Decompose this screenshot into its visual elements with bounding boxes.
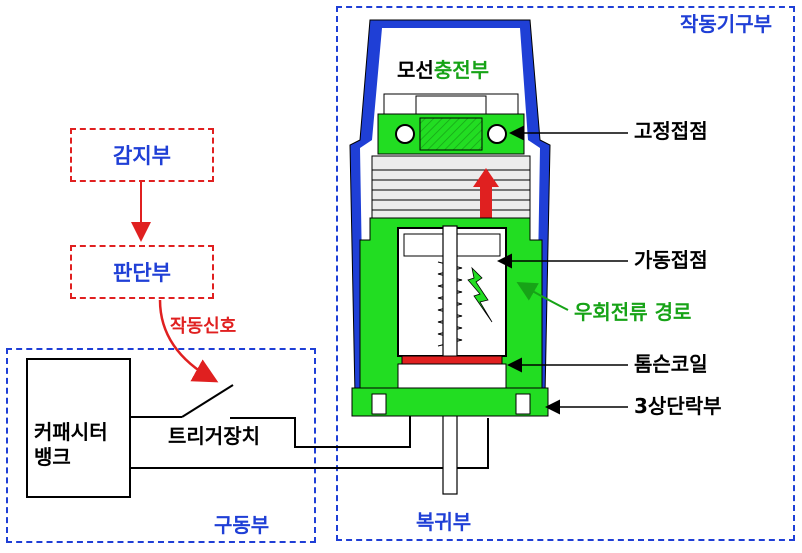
signal-arrow bbox=[158, 299, 219, 383]
motion-arrow bbox=[480, 185, 492, 227]
bypass-path-label: 우회전류 경로 bbox=[574, 300, 692, 324]
signal-label: 작동신호 bbox=[170, 316, 237, 337]
sensing-label: 감지부 bbox=[113, 144, 171, 168]
judging-box: 판단부 bbox=[70, 245, 214, 299]
lightning-icon bbox=[467, 266, 493, 323]
driver-section-frame bbox=[6, 348, 316, 543]
thomson-coil-label: 톰슨코일 bbox=[634, 352, 708, 376]
trigger-wire bbox=[230, 378, 411, 448]
actuator-section-label: 작동기구부 bbox=[680, 12, 772, 36]
switch-blade bbox=[181, 384, 234, 418]
capacitor-bank-label: 커패시터 뱅크 bbox=[34, 420, 108, 469]
return-wire bbox=[130, 418, 489, 469]
sensing-box: 감지부 bbox=[70, 128, 214, 182]
busbar-suffix: 충전부 bbox=[433, 58, 490, 82]
busbar-label: 모선충전부 bbox=[397, 60, 489, 80]
busbar-prefix: 모선 bbox=[397, 58, 434, 82]
capacitor-bank-box bbox=[26, 358, 131, 498]
trigger-label: 트리거장치 bbox=[168, 424, 260, 448]
moving-contact-label: 가동접점 bbox=[634, 248, 708, 272]
fixed-contact-label: 고정접점 bbox=[634, 119, 708, 143]
driver-section-label: 구동부 bbox=[214, 513, 270, 537]
three-stage-latch-label: 3상단락부 bbox=[634, 394, 722, 418]
actuator-section-frame bbox=[336, 6, 795, 541]
return-section-label: 복귀부 bbox=[416, 510, 472, 534]
judging-label: 판단부 bbox=[113, 261, 171, 285]
bellows bbox=[371, 155, 531, 219]
thomson-coil bbox=[401, 355, 503, 365]
